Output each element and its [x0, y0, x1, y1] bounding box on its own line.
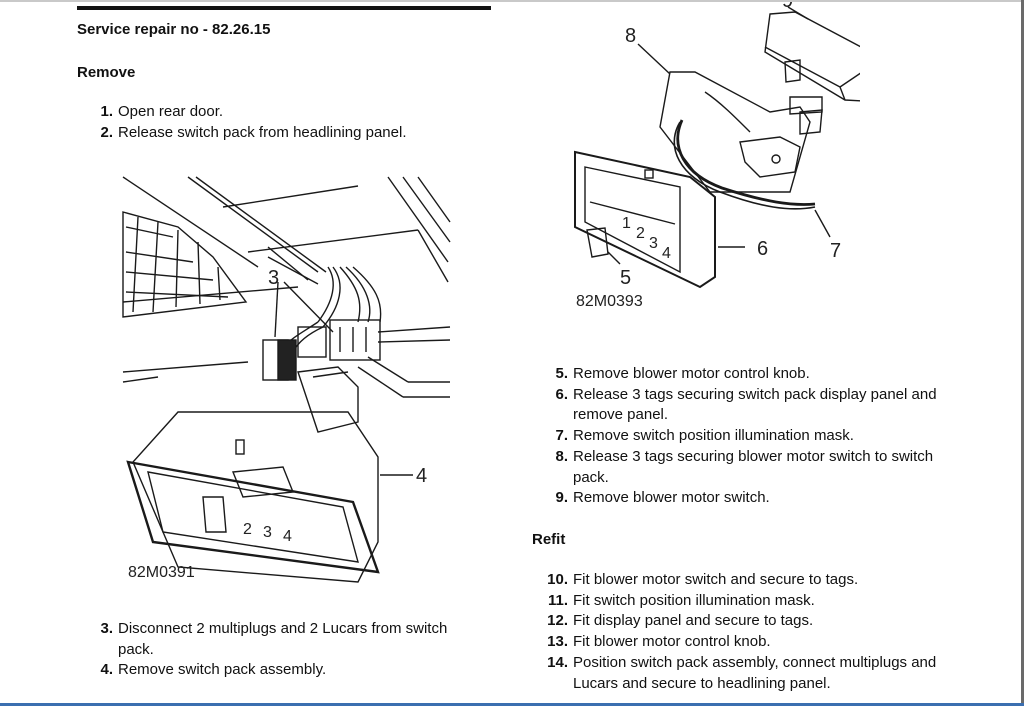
callout-3: 3: [268, 267, 279, 289]
step-item: 14. Position switch pack assembly, connec…: [532, 653, 942, 694]
refit-steps: 10. Fit blower motor switch and secure to…: [532, 570, 942, 694]
remove-steps-5-9: 5. Remove blower motor control knob. 6. Rel…: [532, 364, 942, 509]
callout-leaders: [607, 6, 831, 265]
display-panel: [574, 150, 716, 289]
step-number: 10.: [547, 571, 568, 588]
step-number: 2.: [100, 123, 113, 141]
step-text: Release switch pack from headlining pane…: [118, 123, 407, 141]
step-number: 3.: [100, 620, 113, 637]
remove-steps-3-4: 3. Disconnect 2 multiplugs and 2 Lucars f…: [77, 619, 477, 681]
figure-id-label: 82M0391: [128, 564, 195, 581]
step-item: 1. Open rear door.: [77, 102, 497, 123]
step-number: 7.: [555, 427, 568, 445]
dial-number: 4: [283, 528, 292, 545]
step-item: 10. Fit blower motor switch and secure to…: [532, 570, 942, 591]
callout-8: 8: [625, 25, 636, 47]
dial-number: 3: [263, 524, 272, 541]
dial-number: 4: [662, 245, 671, 262]
step-item: 5. Remove blower motor control knob.: [532, 364, 942, 385]
window-top-border: [0, 0, 1024, 2]
step-text: Fit display panel and secure to tags.: [573, 612, 814, 630]
step-item: 13. Fit blower motor control knob.: [532, 632, 942, 653]
dial-number: 2: [243, 521, 252, 538]
step-number: 11.: [547, 591, 568, 609]
step-text: Position switch pack assembly, connect m…: [573, 653, 937, 692]
step-item: 11. Fit switch position illumination mask…: [532, 591, 942, 612]
multiplugs: [262, 319, 381, 381]
step-item: 2. Release switch pack from headlining pa…: [77, 123, 497, 144]
step-text: Release 3 tags securing blower motor swi…: [573, 447, 934, 486]
step-number: 6.: [555, 385, 568, 403]
figure-82m0393: 8 9 6 7 5 1 2 3 4 82M0393: [560, 2, 860, 312]
callout-5: 5: [620, 267, 631, 289]
page-title: Service repair no - 82.26.15: [77, 21, 271, 38]
step-text: Disconnect 2 multiplugs and 2 Lucars fro…: [118, 620, 448, 658]
callout-3-leaders: [274, 281, 334, 338]
header-rule: [77, 6, 491, 10]
window-right-border: [1021, 0, 1024, 706]
switch-pack-assembly: [126, 366, 380, 583]
step-item: 6. Release 3 tags securing switch pack di…: [532, 385, 942, 426]
storage-net: [122, 211, 248, 318]
step-text: Fit blower motor switch and secure to ta…: [573, 571, 859, 588]
dial-number: 2: [636, 225, 645, 242]
dial-number: 3: [649, 235, 658, 252]
illumination-mask: [673, 119, 816, 210]
headlining-lines: [122, 176, 451, 398]
dial-number: 1: [622, 215, 631, 232]
step-text: Fit blower motor control knob.: [573, 633, 771, 651]
step-number: 5.: [555, 365, 568, 382]
figure-82m0391: 3 4 2 3 4 82M0391: [118, 172, 458, 587]
window-bottom-border: [0, 703, 1024, 706]
step-text: Remove switch position illumination mask…: [573, 427, 854, 445]
step-text: Fit switch position illumination mask.: [573, 591, 815, 609]
step-text: Remove switch pack assembly.: [118, 661, 327, 679]
step-number: 8.: [555, 447, 568, 465]
step-item: 4. Remove switch pack assembly.: [77, 660, 477, 681]
callout-7: 7: [830, 240, 841, 262]
step-text: Remove blower motor switch.: [573, 489, 770, 507]
step-item: 12. Fit display panel and secure to tags.: [532, 611, 942, 632]
step-number: 14.: [547, 653, 568, 671]
step-number: 12.: [547, 612, 568, 630]
step-number: 4.: [100, 661, 113, 679]
callout-6: 6: [757, 238, 768, 260]
callout-9: 9: [782, 2, 793, 12]
step-number: 9.: [555, 489, 568, 507]
step-item: 8. Release 3 tags securing blower motor s…: [532, 447, 942, 488]
step-item: 9. Remove blower motor switch.: [532, 488, 942, 509]
section-heading-refit: Refit: [532, 531, 566, 548]
figure-id-label: 82M0393: [576, 293, 643, 310]
step-number: 1.: [100, 103, 113, 120]
step-text: Open rear door.: [118, 103, 224, 120]
step-item: 3. Disconnect 2 multiplugs and 2 Lucars f…: [77, 619, 477, 660]
remove-steps-1-2: 1. Open rear door. 2. Release switch pack f…: [77, 102, 497, 143]
control-knob: [586, 227, 609, 258]
step-text: Remove blower motor control knob.: [573, 365, 810, 382]
callout-4: 4: [416, 465, 427, 487]
switch-pack-body: [659, 71, 823, 193]
section-heading-remove: Remove: [77, 64, 136, 81]
step-item: 7. Remove switch position illumination ma…: [532, 426, 942, 447]
step-text: Release 3 tags securing switch pack disp…: [573, 385, 937, 424]
step-number: 13.: [547, 633, 568, 651]
